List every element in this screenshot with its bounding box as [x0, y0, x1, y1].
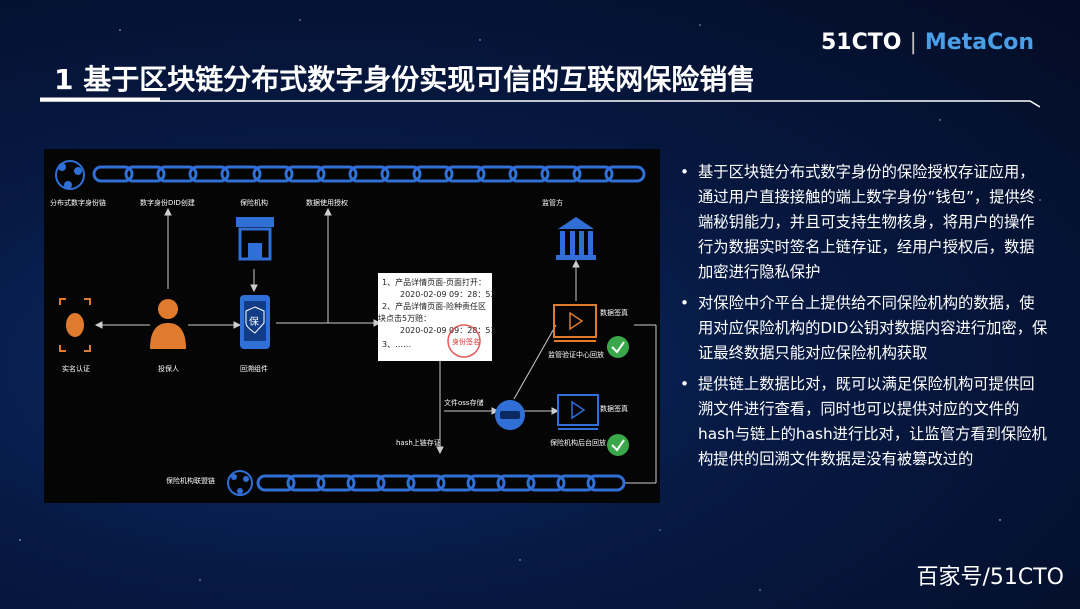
diagram-canvas: 分布式数字身份链 数字身份DID创建 保险机构 数据使用授权 监管方: [50, 160, 657, 496]
bullet-item: 提供链上数据比对，既可以满足保险机构可提供回溯文件进行查看，同时也可以提供对应的…: [678, 372, 1048, 472]
logo-51cto: 51CTO: [820, 30, 902, 55]
watermark-text: 百家号/51CTO: [916, 565, 1064, 590]
label-regulator: 监管方: [542, 198, 563, 207]
bottom-blockchain-links: [256, 474, 626, 492]
check-icon-top: [607, 336, 629, 358]
did-chain-icon: [55, 160, 85, 190]
label-hash-upload: hash上链存证: [396, 438, 441, 447]
label-did-chain: 分布式数字身份链: [50, 198, 106, 207]
face-scan-icon: [59, 298, 91, 352]
storage-disk-icon: [495, 400, 525, 430]
top-blockchain-links: [92, 165, 646, 183]
label-insurer: 保险机构: [240, 198, 268, 207]
label-did-create: 数字身份DID创建: [140, 198, 195, 207]
operation-record-note: 1、产品详情页面-页面打开： 2020-02-09 09：28：53 2、产品详…: [378, 273, 496, 361]
label-real-name: 实名认证: [62, 364, 90, 373]
note-line-1: 1、产品详情页面-页面打开：: [382, 277, 486, 287]
store-icon: [236, 217, 274, 261]
phone-wallet-icon: 保: [240, 295, 270, 349]
label-insurer-playback: 保险机构后台回放: [550, 438, 606, 447]
description-bullets: 基于区块链分布式数字身份的保险授权存证应用，通过用户直接接触的端上数字身份“钱包…: [678, 160, 1048, 478]
shield-character: 保: [249, 315, 259, 328]
insurer-chain-icon: [227, 470, 253, 496]
page-title: 1 基于区块链分布式数字身份实现可信的互联网保险销售: [54, 63, 756, 96]
brand-logo: 51CTO | MetaCon: [821, 30, 1034, 55]
label-data-sign-top: 数据签真: [600, 308, 628, 317]
regulator-video-icon: [553, 304, 597, 342]
label-data-auth: 数据使用授权: [306, 198, 348, 207]
logo-metacon: MetaCon: [924, 30, 1034, 55]
bullet-item: 基于区块链分布式数字身份的保险授权存证应用，通过用户直接接触的端上数字身份“钱包…: [678, 160, 1048, 285]
label-data-sign-bottom: 数据签真: [600, 404, 628, 413]
label-wallet: 回溯组件: [240, 364, 268, 373]
check-icon-bottom: [607, 434, 629, 456]
note-line-2: 2020-02-09 09：28：53: [400, 290, 496, 299]
bank-building-icon: [556, 217, 596, 260]
logo-separator: |: [909, 30, 917, 55]
label-regulator-playback: 监管验证中心回放: [548, 350, 604, 359]
label-insurer-chain: 保险机构联盟链: [166, 476, 215, 485]
note-line-6: 3、……: [382, 340, 411, 349]
note-line-5: 2020-02-09 09：28：53: [400, 326, 496, 335]
flow-arrows: [94, 207, 657, 484]
insurer-video-icon: [557, 394, 599, 430]
person-icon: [150, 299, 186, 349]
bullet-item: 对保险中介平台上提供给不同保险机构的数据，使用对应保险机构的DID公钥对数据内容…: [678, 291, 1048, 366]
note-line-4: 块点击5万赔：: [378, 313, 431, 323]
title-underline: [40, 97, 1040, 108]
note-line-3: 2、产品详情页面-险种责任区: [382, 301, 486, 311]
label-insured: 投保人: [158, 364, 179, 373]
label-file-storage: 文件oss存储: [444, 398, 484, 407]
seal-stamp: 身份签名: [452, 337, 480, 346]
architecture-diagram: 分布式数字身份链 数字身份DID创建 保险机构 数据使用授权 监管方: [44, 149, 660, 503]
